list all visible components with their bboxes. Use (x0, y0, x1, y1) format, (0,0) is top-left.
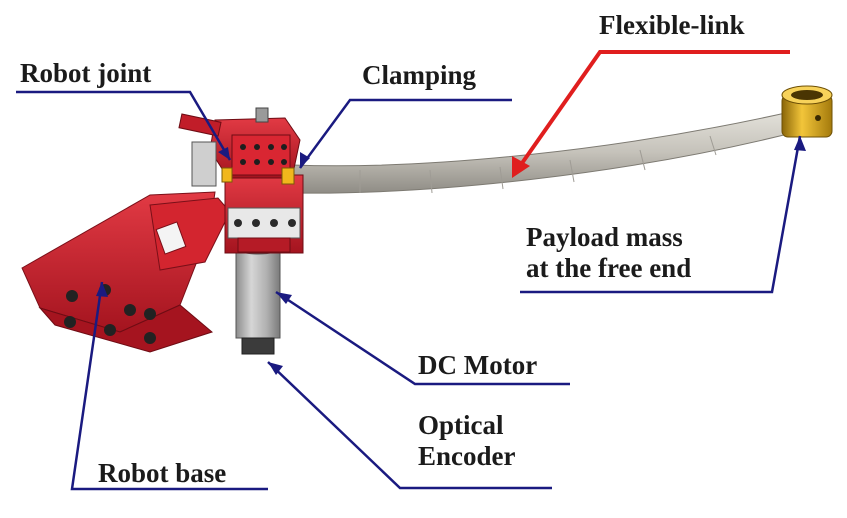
dc-motor-callout (275, 290, 570, 386)
robot-joint-part (178, 107, 304, 254)
robot-base-label: Robot base (98, 458, 227, 488)
robot-base-callout (70, 281, 268, 491)
flexible-link-label: Flexible-link (599, 10, 745, 40)
dc-motor-part (235, 241, 281, 355)
dc-motor-arrowhead (276, 292, 292, 304)
payload-mass-line2: at the free end (526, 253, 692, 283)
optical-encoder-line1: Optical (418, 410, 504, 440)
dc-motor-label: DC Motor (418, 350, 538, 380)
payload-mass-label: Payload mass at the free end (526, 222, 691, 284)
flexible-link-callout (512, 50, 790, 178)
robot-joint-label: Robot joint (20, 58, 152, 88)
optical-encoder-arrowhead (268, 362, 283, 375)
clamping-label: Clamping (362, 60, 477, 90)
payload-mass-part (781, 85, 833, 138)
robot-base-part (21, 191, 231, 353)
clamping-callout (298, 98, 512, 169)
flexible-link-part (291, 111, 797, 194)
payload-mass-line1: Payload mass (526, 222, 683, 252)
clamping-arrowhead (300, 152, 310, 168)
optical-encoder-line2: Encoder (418, 441, 516, 471)
robot-base-arrowhead (96, 282, 108, 297)
optical-encoder-label: Optical Encoder (418, 410, 516, 472)
robot-joint-arrowhead (218, 147, 230, 160)
payload-arrowhead (794, 136, 806, 151)
robot-joint-callout (16, 90, 232, 161)
payload-callout (520, 135, 802, 294)
optical-encoder-callout (267, 361, 552, 490)
